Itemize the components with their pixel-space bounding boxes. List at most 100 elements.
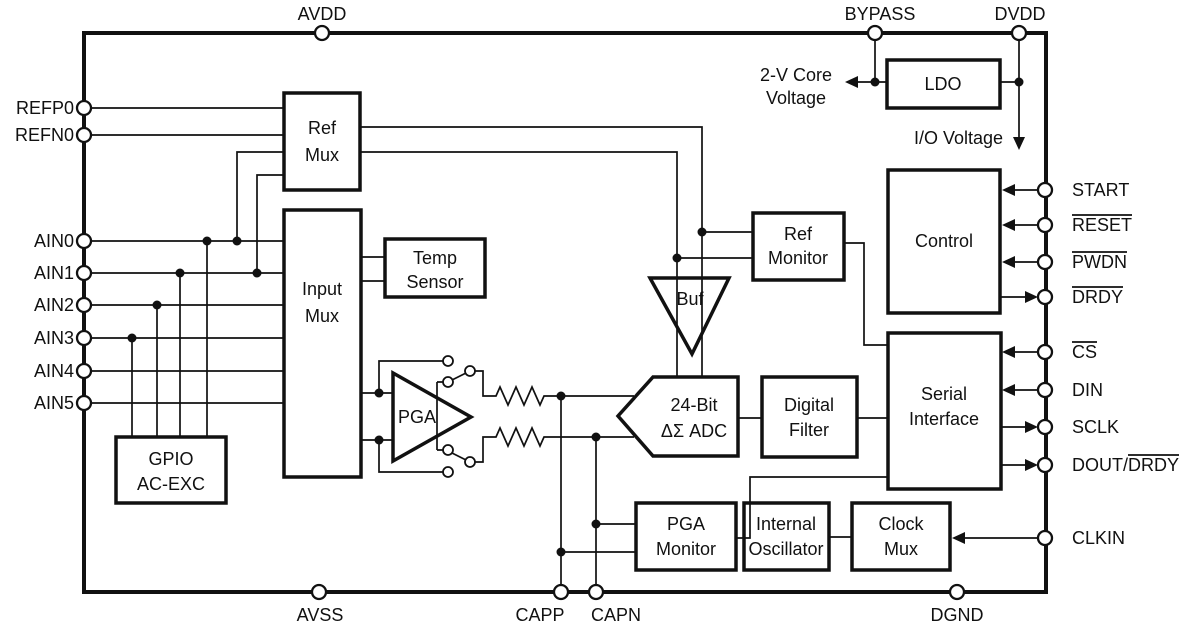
pga-monitor-block xyxy=(634,501,738,572)
switch-contact xyxy=(442,444,454,456)
pin-drdy xyxy=(1036,288,1054,306)
label-dout-prefix: DOUT/ xyxy=(1072,455,1128,475)
junction-dot xyxy=(152,300,162,310)
label-refn0: REFN0 xyxy=(15,125,74,145)
left-pin-wires xyxy=(91,107,284,404)
label-dgnd: DGND xyxy=(931,605,984,625)
core-voltage-label-2: Voltage xyxy=(766,88,826,108)
label-bypass: BYPASS xyxy=(845,4,916,24)
clock-mux-block xyxy=(850,501,952,572)
blocks xyxy=(114,58,1003,572)
resistor-bottom xyxy=(490,425,548,449)
supply-wires xyxy=(849,40,1020,140)
label-dout-drdy: DRDY xyxy=(1128,455,1179,475)
pin-dvdd xyxy=(1010,24,1028,42)
junction-dot xyxy=(1014,77,1024,87)
pin-cs xyxy=(1036,343,1054,361)
control-block xyxy=(886,168,1002,315)
dout-drdy-arrow xyxy=(1025,459,1038,471)
ref-mux-input-wires xyxy=(236,151,284,273)
reset-arrow xyxy=(1002,219,1015,231)
resistor-top xyxy=(490,384,548,408)
pin-pwdn xyxy=(1036,253,1054,271)
temp-sensor-label-2: Sensor xyxy=(406,272,463,292)
pin-refp0 xyxy=(75,99,93,117)
internal-oscillator-block xyxy=(742,501,831,572)
gpio-wires xyxy=(131,241,208,437)
pin-ain5 xyxy=(75,394,93,412)
pin-capp xyxy=(552,583,570,601)
temp-sensor-block xyxy=(383,237,487,299)
ref-monitor-label-1: Ref xyxy=(784,224,813,244)
pga-monitor-label-2: Monitor xyxy=(656,539,716,559)
pin-start xyxy=(1036,181,1054,199)
input-mux-label-2: Mux xyxy=(305,306,339,326)
din-arrow xyxy=(1002,384,1015,396)
pin-sclk xyxy=(1036,418,1054,436)
serial-interface-label-1: Serial xyxy=(921,384,967,404)
pin-ain2 xyxy=(75,296,93,314)
junction-dot xyxy=(697,227,707,237)
pga-bypass-switches xyxy=(442,355,476,478)
clkin-arrow xyxy=(952,532,965,544)
io-voltage-arrow xyxy=(1013,137,1025,150)
clock-mux-label-1: Clock xyxy=(878,514,924,534)
pga-label: PGA xyxy=(398,407,436,427)
junction-dot xyxy=(374,435,384,445)
junction-dot xyxy=(591,432,601,442)
junction-dot xyxy=(672,253,682,263)
pin-ain4 xyxy=(75,362,93,380)
junction-dot xyxy=(175,268,185,278)
label-ain0: AIN0 xyxy=(34,231,74,251)
label-capn: CAPN xyxy=(591,605,641,625)
core-voltage-arrow xyxy=(845,76,858,88)
digital-path-wires xyxy=(736,417,888,539)
annotations: 2-V Core Voltage I/O Voltage xyxy=(760,65,1003,148)
pin-ain1 xyxy=(75,264,93,282)
ref-monitor-block xyxy=(751,211,846,282)
ref-monitor-label-2: Monitor xyxy=(768,248,828,268)
pin-dout-drdy xyxy=(1036,456,1054,474)
label-drdy: DRDY xyxy=(1072,287,1123,307)
pga-monitor-label-1: PGA xyxy=(667,514,705,534)
buf-amp-triangle xyxy=(647,276,732,358)
junction-dot xyxy=(127,333,137,343)
drdy-arrow xyxy=(1025,291,1038,303)
ldo-block xyxy=(885,58,1002,110)
control-label: Control xyxy=(915,231,973,251)
wiring xyxy=(91,40,1038,585)
label-ain3: AIN3 xyxy=(34,328,74,348)
label-sclk: SCLK xyxy=(1072,417,1119,437)
pins xyxy=(75,24,1054,601)
ref-mux-label-1: Ref xyxy=(308,118,337,138)
switch-contact xyxy=(442,355,454,367)
label-capp: CAPP xyxy=(515,605,564,625)
arrowheads xyxy=(845,76,1038,544)
pin-din xyxy=(1036,381,1054,399)
pin-reset xyxy=(1036,216,1054,234)
junction-dot xyxy=(232,236,242,246)
digital-filter-block xyxy=(760,375,859,459)
label-dvdd: DVDD xyxy=(994,4,1045,24)
gpio-label-2: AC-EXC xyxy=(137,474,205,494)
ldo-label: LDO xyxy=(924,74,961,94)
junction-dot xyxy=(252,268,262,278)
digital-filter-label-1: Digital xyxy=(784,395,834,415)
label-reset: RESET xyxy=(1072,215,1132,235)
cs-arrow xyxy=(1002,346,1015,358)
input-mux-block xyxy=(282,208,363,479)
pin-capn xyxy=(587,583,605,601)
adc-label-2: ΔΣ ADC xyxy=(661,421,727,441)
switch-contact xyxy=(464,365,476,377)
junction-dot xyxy=(374,388,384,398)
clock-mux-label-2: Mux xyxy=(884,539,918,559)
gpio-label-1: GPIO xyxy=(148,449,193,469)
label-refp0: REFP0 xyxy=(16,98,74,118)
pin-ain0 xyxy=(75,232,93,250)
input-mux-label-1: Input xyxy=(302,279,342,299)
label-ain1: AIN1 xyxy=(34,263,74,283)
sclk-arrow xyxy=(1025,421,1038,433)
switch-contact xyxy=(464,456,476,468)
gpio-ac-exc-block xyxy=(114,435,228,505)
junction-dots xyxy=(127,77,1024,557)
